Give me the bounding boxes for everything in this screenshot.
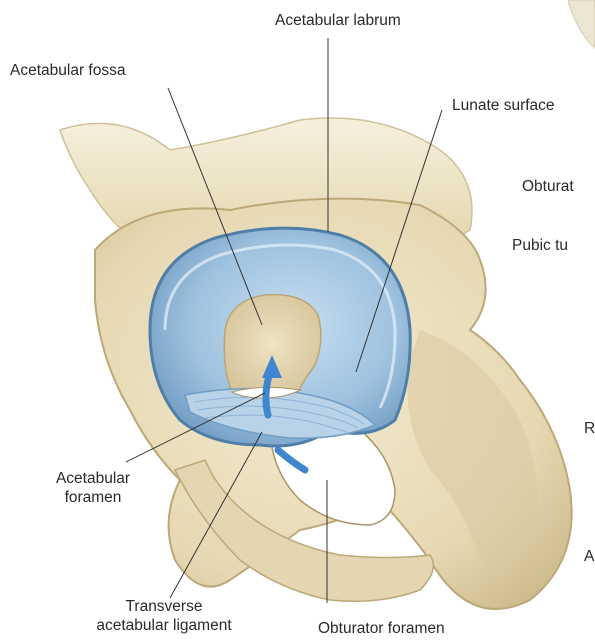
label-acetabular-foramen-line1: Acetabular — [38, 470, 148, 489]
label-acetabular-fossa: Acetabular fossa — [10, 62, 125, 81]
label-acetabular-foramen-line2: foramen — [38, 489, 148, 508]
label-acetabular-labrum: Acetabular labrum — [275, 12, 401, 31]
label-pubic-tubercle-partial: Pubic tu — [512, 237, 568, 256]
label-obturator-foramen: Obturator foramen — [318, 620, 445, 639]
upper-bone-fragment — [568, 0, 595, 48]
label-obturator-partial: Obturat — [522, 178, 574, 197]
label-lunate-surface: Lunate surface — [452, 97, 555, 116]
label-transverse-ligament-line2: acetabular ligament — [74, 617, 254, 636]
label-transverse-ligament-line1: Transverse — [74, 598, 254, 617]
label-transverse-ligament: Transverse acetabular ligament — [74, 598, 254, 635]
label-cut-a: A — [584, 548, 594, 567]
label-acetabular-foramen: Acetabular foramen — [38, 470, 148, 507]
label-cut-r: R — [584, 420, 595, 439]
